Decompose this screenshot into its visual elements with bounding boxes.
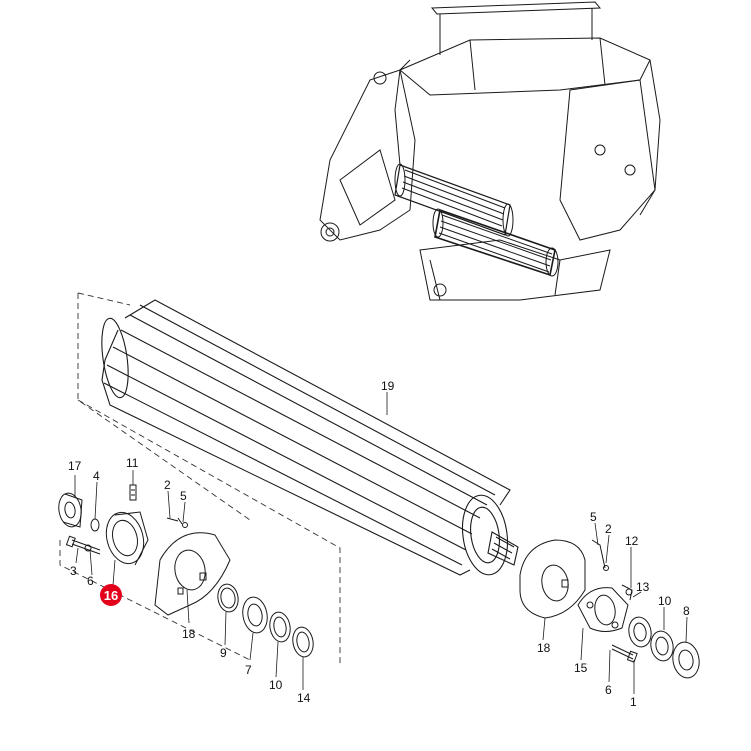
callout-3: 3 (70, 564, 77, 578)
callout-5-left: 5 (180, 489, 187, 503)
callout-18-left: 18 (182, 627, 196, 641)
highlight-badge (100, 584, 122, 606)
callout-8: 8 (683, 604, 690, 618)
bolt-3 (71, 539, 101, 555)
housing-16 (105, 511, 145, 565)
highlighted-callout-16: 16 (100, 584, 122, 606)
callout-9: 9 (220, 646, 227, 660)
callout-4: 4 (93, 469, 100, 483)
callout-6-left: 6 (87, 574, 94, 588)
ring-10-right (628, 616, 652, 648)
callout-5-right: 5 (590, 510, 597, 524)
callout-labels: 19 17 4 11 2 5 3 6 16 18 9 7 10 14 5 2 1… (68, 379, 690, 709)
ring-4 (90, 518, 100, 532)
callout-17: 17 (68, 459, 82, 473)
housing-15 (577, 587, 629, 632)
callout-6-right: 6 (605, 683, 612, 697)
callout-14: 14 (297, 691, 311, 705)
cap-17 (58, 492, 82, 528)
callout-7: 7 (245, 663, 252, 677)
ring-14 (292, 626, 314, 658)
callout-2-left: 2 (164, 478, 171, 492)
callout-19: 19 (381, 379, 395, 393)
flange-plate-18-right (519, 539, 586, 619)
left-bearing-assembly (58, 484, 314, 658)
callout-13: 13 (636, 580, 650, 594)
callout-12: 12 (625, 534, 639, 548)
bearing-8 (672, 641, 700, 679)
callout-10: 10 (269, 678, 283, 692)
callout-1: 1 (630, 695, 637, 709)
machine-overview (319, 1, 661, 301)
callout-11: 11 (126, 456, 139, 470)
ring-10 (269, 611, 291, 643)
right-bearing-assembly (519, 539, 700, 679)
leader-lines (74, 392, 688, 694)
assembly-outline (59, 292, 341, 665)
callout-2-right: 2 (605, 522, 612, 536)
flange-plate-18-left (154, 532, 231, 616)
callout-15: 15 (574, 661, 588, 675)
grease-nipple-11 (129, 484, 137, 501)
callout-18-right: 18 (537, 641, 551, 655)
callout-16: 16 (104, 588, 118, 603)
seal-9 (217, 583, 239, 613)
bearing-7 (242, 596, 268, 634)
main-roller (101, 299, 519, 576)
callout-10-right: 10 (658, 594, 672, 608)
